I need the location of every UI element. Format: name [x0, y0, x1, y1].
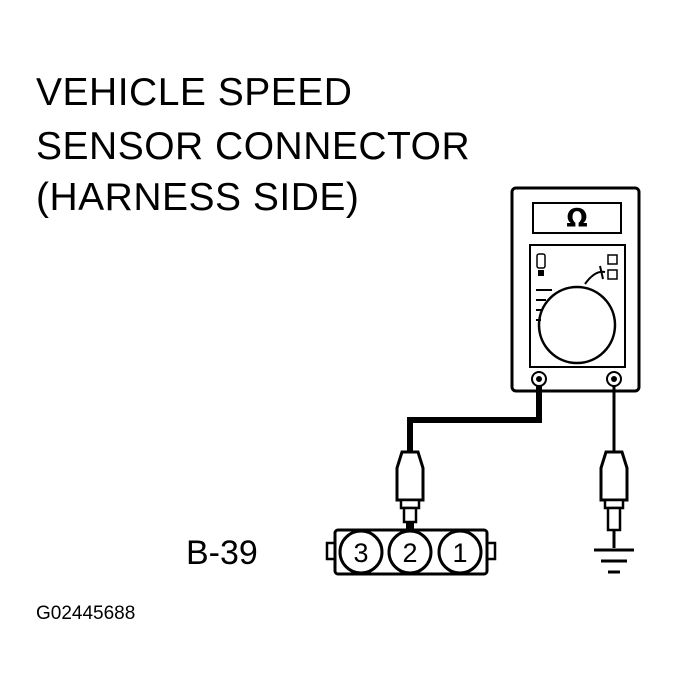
probe-left	[395, 450, 425, 532]
meter-range-ticks	[536, 265, 606, 321]
figure-id: G02445688	[36, 603, 136, 624]
ground-icon	[594, 548, 634, 574]
diagram-title-line-2: SENSOR CONNECTOR	[36, 125, 471, 168]
ohmmeter-icon: Ω	[510, 186, 641, 393]
test-lead-left	[407, 386, 542, 452]
probe-right	[599, 450, 629, 548]
connector-pin-1: 1	[437, 529, 483, 575]
diagram-title-line-3: (HARNESS SIDE)	[36, 176, 360, 219]
meter-dial	[537, 285, 617, 365]
pin-number: 1	[452, 538, 467, 568]
pin-number: 2	[402, 538, 417, 568]
connector-pin-2: 2	[387, 529, 433, 575]
connector-b39: 3 2 1	[325, 528, 497, 576]
connector-label: B-39	[186, 534, 258, 572]
diagram-title-line-1: VEHICLE SPEED	[36, 71, 353, 114]
meter-display-symbol: Ω	[566, 203, 587, 232]
connector-pin-3: 3	[338, 529, 384, 575]
pin-number: 3	[353, 538, 368, 568]
